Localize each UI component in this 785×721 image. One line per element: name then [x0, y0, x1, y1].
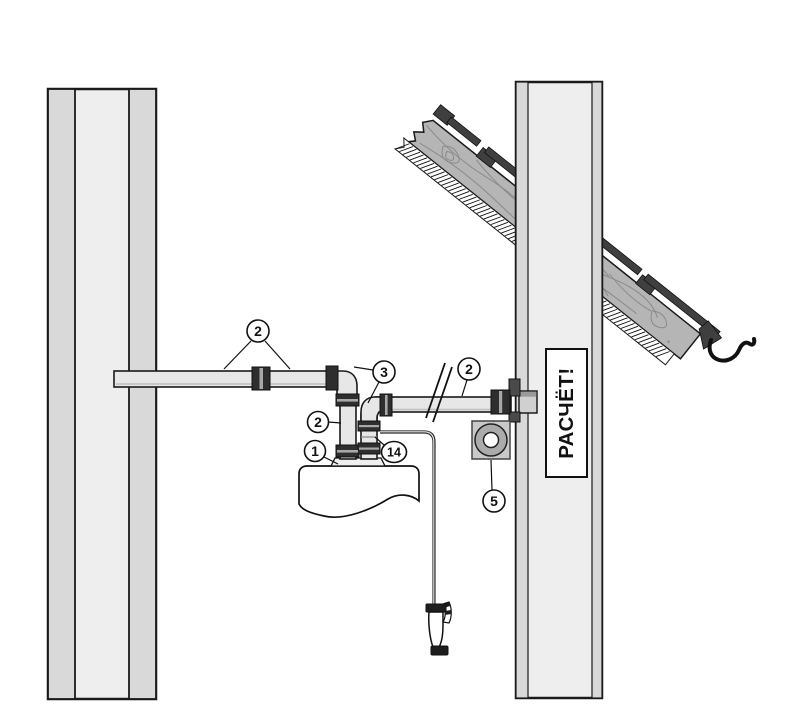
wall-flange-tab-bottom: [508, 411, 521, 423]
callout-1-boiler-adapter: 1: [303, 439, 327, 463]
handset-body: [428, 611, 444, 648]
svg-text:2: 2: [254, 323, 262, 339]
left-wall-band-left: [47, 88, 76, 700]
pipe-coupling-stripes: [259, 368, 503, 453]
wall-sleeve-stub-shade: [519, 391, 537, 397]
wall-sleeve: [508, 378, 538, 423]
callouts: 2 3 2 1 14 2 5: [246, 319, 506, 513]
handset-clip-band: [445, 610, 451, 615]
svg-text:2: 2: [465, 361, 473, 377]
sensor-cable-core: [380, 431, 435, 604]
callout-2-vertical-pipe: 2: [306, 410, 330, 434]
callout-14-damper: 14: [380, 440, 408, 464]
handset-bottom-band: [430, 645, 449, 656]
callout-3-elbows: 3: [372, 360, 396, 384]
callout-2-horizontal-pipe-right: 2: [457, 357, 481, 381]
wall-plate-hole: [482, 431, 500, 449]
left-wall-band-right: [128, 88, 157, 700]
boiler-body: [298, 465, 420, 518]
svg-text:2: 2: [314, 414, 322, 430]
left-wall: [46, 87, 158, 701]
gutter-hook-icon: [707, 337, 757, 363]
svg-text:14: 14: [387, 446, 401, 460]
pipe-break-marks: [425, 362, 453, 423]
chimney-wall: [514, 80, 604, 700]
handset-top-band: [425, 603, 447, 613]
wall-label: РАСЧЁТ!: [545, 348, 588, 478]
handset: [425, 601, 452, 656]
pipe-coupling: [325, 365, 339, 391]
roof-rail-segment: [446, 116, 482, 147]
chimney-wall-band-right: [591, 81, 603, 699]
boiler-flange-plate: [329, 457, 387, 467]
wall-flange-tab-top: [508, 378, 521, 397]
wall-label-box: [545, 348, 588, 478]
callout-5-wall-plate: 5: [482, 489, 506, 513]
svg-text:5: 5: [490, 493, 498, 509]
roof-rail-end-wedge: [698, 320, 723, 350]
svg-text:1: 1: [311, 443, 319, 459]
callout-2-flue-pipes: 2: [246, 319, 270, 343]
callout-leaders: [223, 340, 493, 491]
wall-label-text: РАСЧЁТ!: [555, 367, 578, 458]
svg-text:3: 3: [380, 364, 388, 380]
wall-plate: [471, 420, 511, 460]
